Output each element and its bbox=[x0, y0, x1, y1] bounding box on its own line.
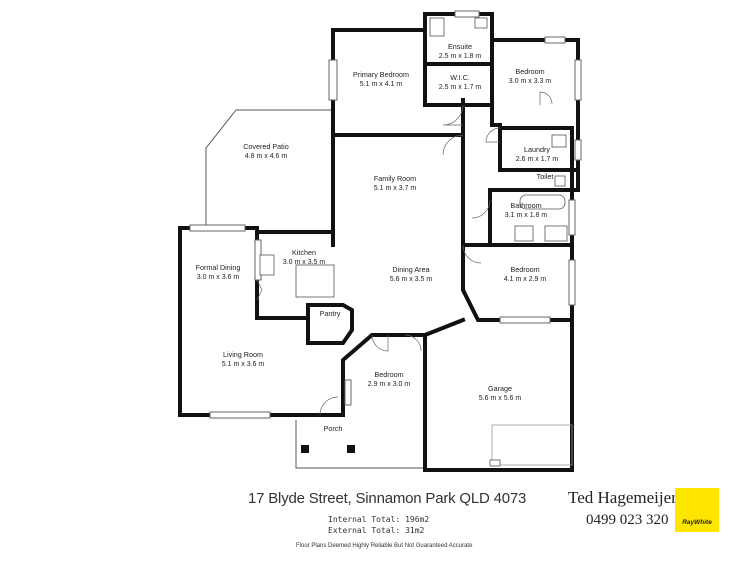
porch-post bbox=[347, 445, 355, 453]
room-dims-garage: 5.6 m x 5.6 m bbox=[479, 395, 522, 402]
room-dims-bedroom-s: 2.9 m x 3.0 m bbox=[368, 381, 411, 388]
room-name-bedroom-e: Bedroom bbox=[510, 265, 539, 274]
external-total: External Total: 31m2 bbox=[328, 526, 425, 535]
room-name-ensuite: Ensuite bbox=[448, 42, 472, 51]
room-dims-kitchen: 3.0 m x 3.5 m bbox=[283, 259, 326, 266]
room-name-family-room: Family Room bbox=[374, 174, 416, 183]
room-labels: Ensuite 2.5 m x 1.8 m W.I.C. 2.5 m x 1.7… bbox=[196, 42, 559, 433]
internal-total: Internal Total: 196m2 bbox=[328, 515, 430, 524]
room-dims-living-room: 5.1 m x 3.6 m bbox=[222, 361, 265, 368]
room-name-dining-area: Dining Area bbox=[392, 265, 429, 274]
room-dims-dining-area: 5.6 m x 3.5 m bbox=[390, 276, 433, 283]
porch-post bbox=[301, 445, 309, 453]
room-dims-formal-dining: 3.0 m x 3.6 m bbox=[197, 274, 240, 281]
room-name-living-room: Living Room bbox=[223, 350, 263, 359]
agent-name: Ted Hagemeijer bbox=[568, 488, 677, 507]
room-dims-bedroom-e: 4.1 m x 2.9 m bbox=[504, 276, 547, 283]
floor-plan: Ensuite 2.5 m x 1.8 m W.I.C. 2.5 m x 1.7… bbox=[178, 10, 582, 472]
room-dims-bathroom: 3.1 m x 1.8 m bbox=[505, 212, 548, 219]
room-name-pantry: Pantry bbox=[320, 309, 341, 318]
room-name-bedroom-s: Bedroom bbox=[374, 370, 403, 379]
room-name-toilet: Toilet bbox=[537, 172, 554, 181]
room-dims-family-room: 5.1 m x 3.7 m bbox=[374, 185, 417, 192]
room-dims-primary-bedroom: 5.1 m x 4.1 m bbox=[360, 81, 403, 88]
agent-phone: 0499 023 320 bbox=[586, 512, 669, 528]
room-name-bedroom-ne: Bedroom bbox=[515, 67, 544, 76]
property-address: 17 Blyde Street, Sinnamon Park QLD 4073 bbox=[248, 490, 527, 507]
area-totals: Internal Total: 196m2 External Total: 31… bbox=[328, 514, 429, 536]
room-dims-covered-patio: 4.8 m x 4.6 m bbox=[245, 153, 288, 160]
patio-outline bbox=[205, 109, 334, 228]
raywhite-logo: RayWhite bbox=[675, 488, 719, 532]
room-name-primary-bedroom: Primary Bedroom bbox=[353, 70, 409, 79]
room-name-laundry: Laundry bbox=[524, 145, 550, 154]
fixtures bbox=[259, 17, 573, 467]
interior-walls bbox=[331, 28, 574, 247]
room-name-wic: W.I.C. bbox=[450, 73, 470, 82]
logo-text: RayWhite bbox=[682, 519, 712, 526]
room-dims-bedroom-ne: 3.0 m x 3.3 m bbox=[509, 78, 552, 85]
room-dims-ensuite: 2.5 m x 1.8 m bbox=[439, 53, 482, 60]
room-name-porch: Porch bbox=[324, 424, 343, 433]
room-name-covered-patio: Covered Patio bbox=[243, 142, 289, 151]
doors bbox=[256, 91, 553, 416]
disclaimer: Floor Plans Deemed Highly Reliable But N… bbox=[296, 543, 473, 549]
room-name-formal-dining: Formal Dining bbox=[196, 263, 241, 272]
room-name-kitchen: Kitchen bbox=[292, 248, 316, 257]
room-name-bathroom: Bathroom bbox=[510, 201, 541, 210]
room-dims-laundry: 2.6 m x 1.7 m bbox=[516, 156, 559, 163]
windows bbox=[189, 10, 582, 419]
porch-outline bbox=[295, 420, 426, 469]
room-dims-wic: 2.5 m x 1.7 m bbox=[439, 84, 482, 91]
room-name-garage: Garage bbox=[488, 384, 512, 393]
